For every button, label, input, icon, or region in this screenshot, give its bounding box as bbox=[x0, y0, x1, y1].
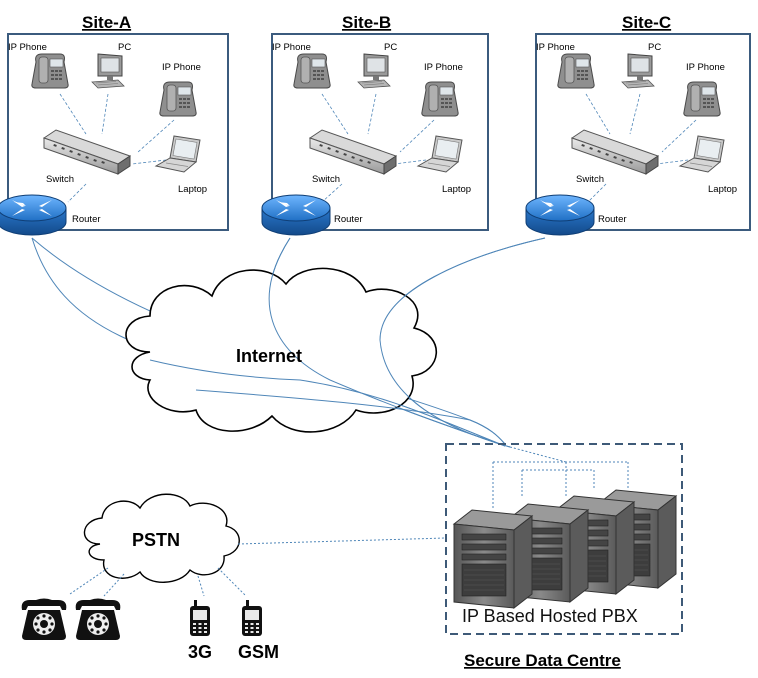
pstn-links bbox=[69, 537, 447, 597]
mobile-phone-icon bbox=[242, 600, 262, 636]
ip-phone-label: IP Phone bbox=[272, 42, 311, 53]
ip-phone-label: IP Phone bbox=[686, 62, 725, 73]
site-c: IP Phone PC IP Phone Switch Laptop Route… bbox=[535, 33, 751, 231]
ip-phone-label: IP Phone bbox=[536, 42, 575, 53]
router-label: Router bbox=[334, 214, 363, 225]
datacentre-border bbox=[445, 443, 683, 635]
pbx-label: IP Based Hosted PBX bbox=[462, 606, 638, 626]
mobile-phone-icon bbox=[190, 600, 210, 636]
pc-icon bbox=[91, 53, 125, 89]
pc-icon bbox=[621, 53, 655, 89]
desk-phone-icon bbox=[75, 598, 121, 640]
site-c-border bbox=[535, 33, 751, 231]
site-b: IP Phone PC IP Phone Switch Laptop Route… bbox=[271, 33, 489, 231]
ip-phone-icon bbox=[557, 53, 595, 89]
switch-label: Switch bbox=[576, 174, 604, 185]
datacentre-title: Secure Data Centre bbox=[464, 651, 621, 670]
router-icon bbox=[0, 194, 67, 236]
site-b-lan-links bbox=[321, 93, 435, 203]
router-icon bbox=[525, 194, 595, 236]
laptop-icon bbox=[679, 135, 725, 173]
ip-phone-icon bbox=[159, 81, 197, 117]
site-a-border bbox=[7, 33, 229, 231]
ip-phone-icon bbox=[293, 53, 331, 89]
switch-icon bbox=[571, 129, 659, 175]
pc-label: PC bbox=[648, 42, 661, 53]
server-links bbox=[492, 446, 629, 508]
laptop-icon bbox=[155, 135, 201, 173]
switch-icon bbox=[309, 129, 397, 175]
laptop-label: Laptop bbox=[442, 184, 471, 195]
site-b-border bbox=[271, 33, 489, 231]
ip-phone-icon bbox=[31, 53, 69, 89]
site-c-title: Site-C bbox=[622, 13, 671, 32]
ip-phone-label: IP Phone bbox=[162, 62, 201, 73]
pc-label: PC bbox=[118, 42, 131, 53]
switch-label: Switch bbox=[312, 174, 340, 185]
internet-label: Internet bbox=[236, 346, 302, 366]
pc-label: PC bbox=[384, 42, 397, 53]
router-label: Router bbox=[72, 214, 101, 225]
label-gsm: GSM bbox=[238, 642, 279, 662]
wan-links-over-cloud bbox=[149, 237, 546, 448]
pc-icon bbox=[357, 53, 391, 89]
laptop-label: Laptop bbox=[708, 184, 737, 195]
cloud-icon bbox=[83, 493, 240, 583]
ip-phone-label: IP Phone bbox=[8, 42, 47, 53]
switch-icon bbox=[43, 129, 131, 175]
site-a: IP Phone PC IP Phone Switch Laptop Route… bbox=[7, 33, 229, 231]
site-a-lan-links bbox=[59, 93, 175, 203]
pstn-label: PSTN bbox=[132, 530, 180, 550]
server-icon bbox=[453, 509, 533, 609]
site-c-lan-links bbox=[585, 93, 697, 203]
router-icon bbox=[261, 194, 331, 236]
ip-phone-label: IP Phone bbox=[424, 62, 463, 73]
site-a-title: Site-A bbox=[82, 13, 131, 32]
router-label: Router bbox=[598, 214, 627, 225]
ip-phone-icon bbox=[683, 81, 721, 117]
desk-phone-icon bbox=[21, 598, 67, 640]
laptop-label: Laptop bbox=[178, 184, 207, 195]
laptop-icon bbox=[417, 135, 463, 173]
ip-phone-icon bbox=[421, 81, 459, 117]
site-b-title: Site-B bbox=[342, 13, 391, 32]
label-3g: 3G bbox=[188, 642, 212, 662]
switch-label: Switch bbox=[46, 174, 74, 185]
